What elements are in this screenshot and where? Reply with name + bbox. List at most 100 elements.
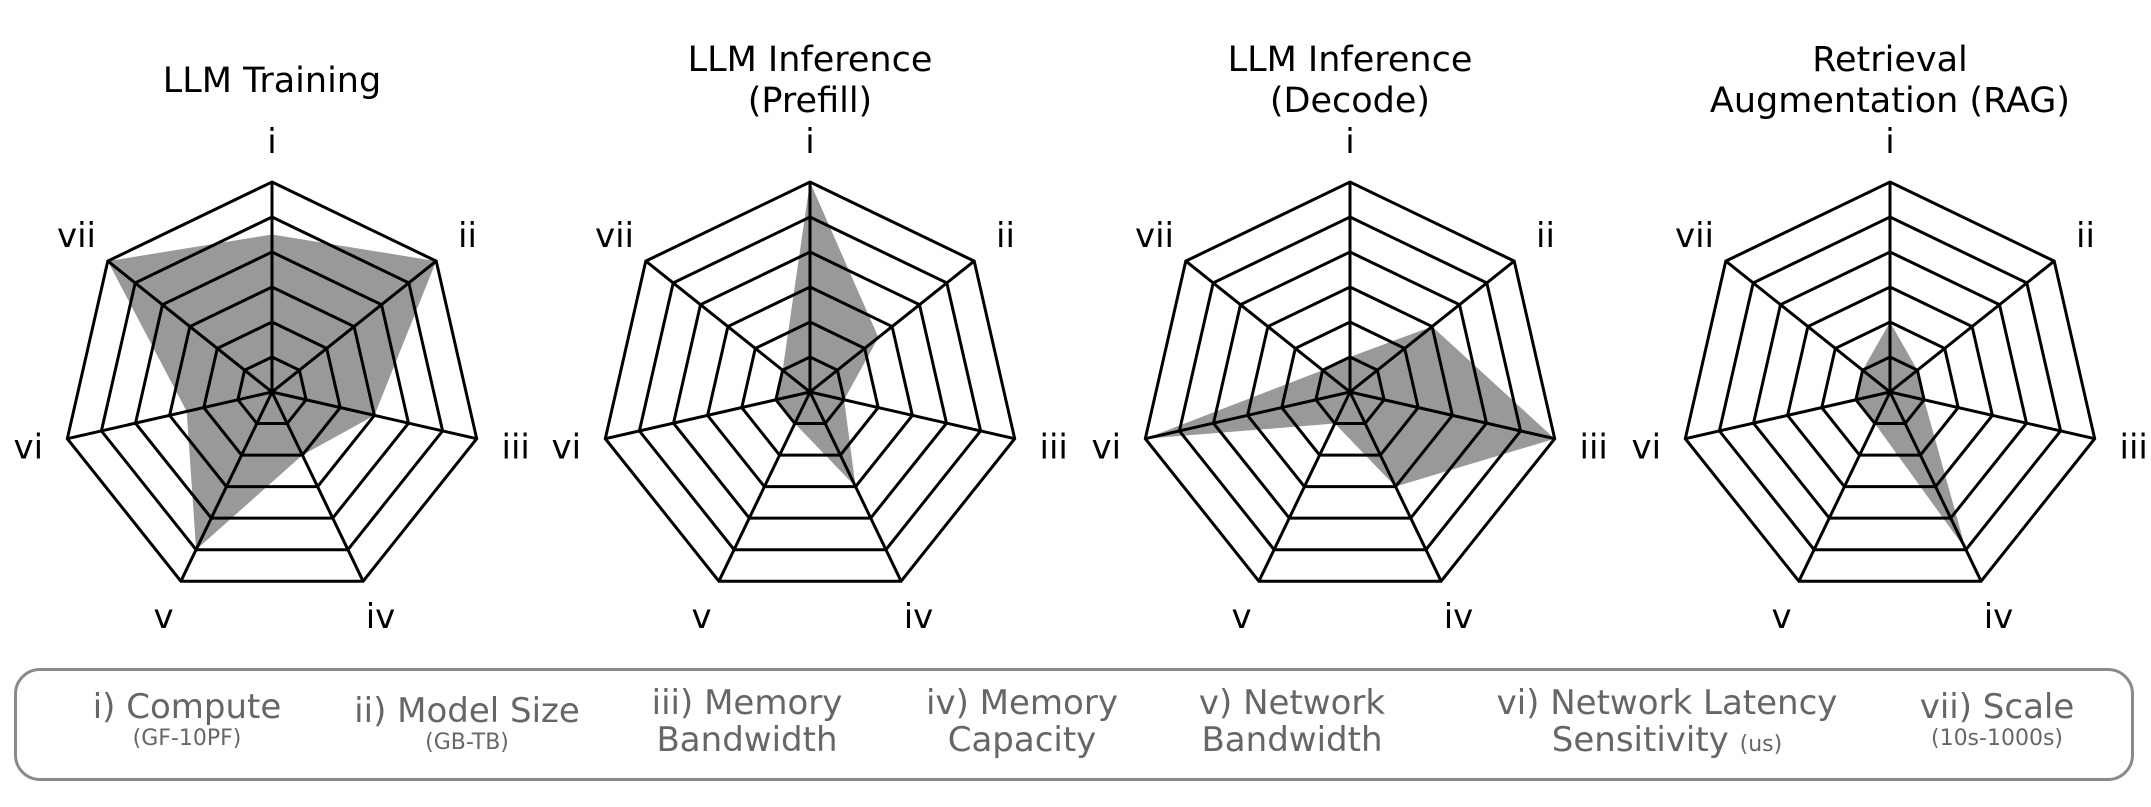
radar-axis-label: iv <box>1444 597 1474 637</box>
radar-spoke <box>809 259 976 394</box>
radar-axis-label: iii <box>1580 428 1608 468</box>
radar-axis-label: i <box>267 122 276 162</box>
legend-unit: (GB-TB) <box>425 730 509 755</box>
radar-ring <box>1280 320 1420 457</box>
radar-axis-label: v <box>1771 597 1791 637</box>
chart-title: LLM Inference <box>688 40 933 80</box>
radar-spoke <box>271 259 438 394</box>
legend-label: v) Network <box>1198 683 1386 723</box>
legend-label: vii) Scale <box>1919 687 2075 727</box>
radar-spoke <box>1349 390 1556 441</box>
radar-ring <box>637 215 983 552</box>
radar-ring <box>774 355 846 425</box>
legend-label-line2: Capacity <box>947 720 1097 760</box>
radar-ring <box>1854 355 1926 425</box>
radar-ring <box>1785 285 1995 489</box>
chart-title: (Prefill) <box>748 81 872 121</box>
chart-title: LLM Training <box>163 61 381 101</box>
chart-title: (Decode) <box>1270 81 1430 121</box>
radar-spoke <box>1889 390 2096 441</box>
radar-ring <box>133 250 411 520</box>
radar-ring <box>1143 180 1557 583</box>
radar-ring <box>65 180 479 583</box>
radar-ring <box>740 320 880 457</box>
radar-spoke <box>1888 391 1983 582</box>
legend-label-line2: Bandwidth <box>656 720 838 760</box>
legend-label: iv) Memory <box>926 683 1118 723</box>
radar-spoke <box>106 259 273 394</box>
chart-title: Augmentation (RAG) <box>1710 81 2070 121</box>
radar-spoke <box>1184 259 1351 394</box>
legend-item-scale: vii) Scale (10s-1000s) <box>1897 671 2097 796</box>
radar-axis-label: i <box>1885 122 1894 162</box>
legend-unit: (us) <box>1739 732 1783 757</box>
radar-ring <box>1211 250 1489 520</box>
radar-axis-label: v <box>691 597 711 637</box>
radar-axis-label: vii <box>1135 216 1174 256</box>
legend-item-memory-bandwidth: iii) Memory Bandwidth <box>627 671 867 792</box>
radar-spoke <box>271 390 478 441</box>
radar-data-area <box>1145 326 1555 487</box>
radar-data-area <box>775 182 879 487</box>
radar-spoke <box>1889 259 2056 394</box>
radar-ring <box>1245 285 1455 489</box>
radar-spoke <box>179 391 274 582</box>
legend-label: i) Compute <box>92 687 282 727</box>
radar-axis-label: ii <box>458 216 477 256</box>
radar-spoke <box>717 391 812 582</box>
radar-axis-label: iii <box>502 428 530 468</box>
radar-axis-label: ii <box>996 216 1015 256</box>
radar-axis-label: i <box>1345 122 1354 162</box>
radar-axis-label: ii <box>1536 216 1555 256</box>
legend-label: vi) Network Latency <box>1496 683 1838 723</box>
legend-item-compute: i) Compute (GF-10PF) <box>67 671 307 796</box>
radar-ring <box>202 320 342 457</box>
radar-ring <box>99 215 445 552</box>
radar-spoke <box>808 391 903 582</box>
radar-spoke <box>1257 391 1352 582</box>
legend-unit: (10s-1000s) <box>1930 726 2063 751</box>
radar-ring <box>1683 180 2097 583</box>
legend-label: ii) Model Size <box>354 691 580 731</box>
legend-item-memory-capacity: iv) Memory Capacity <box>897 671 1147 792</box>
radar-axis-label: vi <box>1092 428 1122 468</box>
legend-label-line2: Sensitivity (us) <box>1467 722 1867 763</box>
legend-label: iii) Memory <box>651 683 843 723</box>
radar-axis-label: iii <box>2120 428 2148 468</box>
radar-axis-label: vi <box>1632 428 1662 468</box>
legend-item-network-latency: vi) Network Latency Sensitivity (us) <box>1467 671 1867 792</box>
radar-spoke <box>1724 259 1891 394</box>
radar-spoke <box>270 391 365 582</box>
legend-item-model-size: ii) Model Size (GB-TB) <box>337 671 597 800</box>
radar-axis-label: vi <box>14 428 44 468</box>
chart-title: Retrieval <box>1812 40 1968 80</box>
radar-spoke <box>604 390 811 441</box>
radar-axis-label: iv <box>904 597 934 637</box>
radar-ring <box>1820 320 1960 457</box>
radar-spoke <box>1144 390 1351 441</box>
radar-ring <box>671 250 949 520</box>
radar-ring <box>603 180 1017 583</box>
legend-box: i) Compute (GF-10PF) ii) Model Size (GB-… <box>14 668 2134 781</box>
radar-axis-label: vii <box>57 216 96 256</box>
radar-spoke <box>1348 391 1443 582</box>
radar-axis-label: v <box>153 597 173 637</box>
radar-axis-label: vi <box>552 428 582 468</box>
radar-spoke <box>644 259 811 394</box>
radar-spoke <box>1349 259 1516 394</box>
radar-ring <box>167 285 377 489</box>
radar-spoke <box>1684 390 1891 441</box>
radar-ring <box>1314 355 1386 425</box>
radar-ring <box>705 285 915 489</box>
radar-spoke <box>1797 391 1892 582</box>
radar-axis-label: iii <box>1040 428 1068 468</box>
radar-axis-label: i <box>805 122 814 162</box>
radar-axis-label: v <box>1231 597 1251 637</box>
legend-unit: (GF-10PF) <box>132 726 242 751</box>
radar-ring <box>1751 250 2029 520</box>
